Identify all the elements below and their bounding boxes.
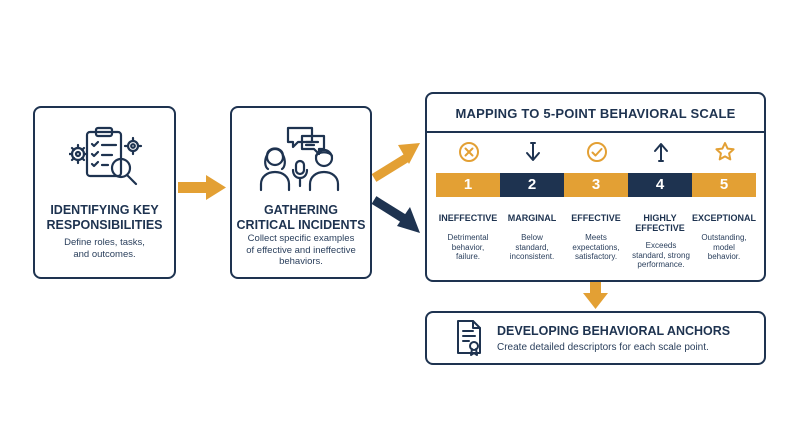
level-2-number: 2	[500, 173, 564, 197]
level-4-name-line1: HIGHLY	[643, 213, 677, 223]
level-1-number: 1	[436, 173, 500, 197]
level-5-desc-line1: Outstanding,	[701, 233, 747, 242]
level-4-description: Exceeds standard, strong performance.	[616, 241, 706, 270]
level-4-name: HIGHLY EFFECTIVE	[624, 213, 696, 233]
level-1-desc-line2: behavior,	[451, 242, 485, 252]
step1-title-line1: IDENTIFYING KEY	[50, 203, 159, 217]
clipboard-gears-magnifier-icon	[69, 126, 143, 186]
level-4-desc-line2: standard, strong	[632, 250, 690, 260]
level-2-desc-line3: inconsistent.	[509, 252, 555, 261]
step2-title-line2: CRITICAL INCIDENTS	[236, 218, 366, 232]
level-1-name: INEFFECTIVE	[438, 213, 498, 223]
arrow-step1-to-step2	[178, 175, 226, 200]
level-5-name: EXCEPTIONAL	[691, 213, 756, 223]
level-4-name-line2: EFFECTIVE	[635, 223, 685, 233]
step2-desc-line3: behaviors.	[279, 256, 323, 267]
level-3-desc-line2: expectations,	[572, 242, 620, 252]
step2-description: Collect specific examples of effective a…	[238, 233, 364, 268]
arrow-scale-to-anchors	[583, 281, 608, 309]
scale-divider	[427, 131, 764, 133]
level-2-desc-line1: Below	[521, 233, 543, 242]
developing-anchors-panel: DEVELOPING BEHAVIORAL ANCHORS Create det…	[425, 311, 766, 365]
step2-title: GATHERING CRITICAL INCIDENTS	[232, 203, 370, 233]
step-gathering-incidents: GATHERING CRITICAL INCIDENTS Collect spe…	[230, 106, 372, 279]
anchors-description: Create detailed descriptors for each sca…	[497, 342, 709, 353]
level-5-description: Outstanding, model behavior.	[688, 233, 760, 262]
check-circle-icon	[587, 142, 607, 162]
level-5-desc-line3: behavior.	[707, 252, 741, 261]
step-identifying-responsibilities: IDENTIFYING KEY RESPONSIBILITIES Define …	[33, 106, 176, 279]
level-2-description: Below standard, inconsistent.	[496, 233, 568, 262]
level-4-desc-line3: performance.	[637, 260, 685, 269]
step1-desc-line1: Define roles, tasks,	[64, 237, 145, 248]
step2-desc-line2: of effective and ineffective	[246, 244, 356, 256]
level-1-desc-line1: Detrimental	[447, 233, 489, 242]
level-3-desc-line3: satisfactory.	[574, 252, 618, 261]
x-circle-icon	[459, 142, 479, 162]
level-4-desc-line1: Exceeds	[645, 241, 677, 250]
step2-title-line1: GATHERING	[263, 203, 339, 217]
level-2-desc-line2: standard,	[515, 242, 549, 252]
level-4-number: 4	[628, 173, 692, 197]
people-speech-bubbles-icon	[259, 126, 340, 192]
level-3-name: EFFECTIVE	[571, 213, 621, 223]
certificate-document-icon	[457, 320, 481, 356]
step1-desc-line2: and outcomes.	[73, 248, 136, 260]
level-1-description: Detrimental behavior, failure.	[432, 233, 504, 262]
step2-desc-line1: Collect specific examples	[247, 233, 355, 244]
level-5-number: 5	[692, 173, 756, 197]
level-5-desc-line2: model	[713, 242, 735, 252]
star-icon	[715, 142, 735, 161]
arrow-step2-to-scale	[371, 143, 420, 182]
level-3-number: 3	[564, 173, 628, 197]
step1-description: Define roles, tasks, and outcomes.	[41, 237, 168, 260]
behavioral-scale-panel: MAPPING TO 5-POINT BEHAVIORAL SCALE 1 IN…	[425, 92, 766, 282]
step1-title: IDENTIFYING KEY RESPONSIBILITIES	[35, 203, 174, 233]
scale-title: MAPPING TO 5-POINT BEHAVIORAL SCALE	[455, 106, 736, 121]
level-2-name: MARGINAL	[507, 213, 557, 223]
level-1-desc-line3: failure.	[455, 252, 480, 261]
anchors-title: DEVELOPING BEHAVIORAL ANCHORS	[497, 324, 731, 338]
level-3-desc-line1: Meets	[585, 233, 607, 242]
arrow-up-icon	[654, 143, 668, 162]
arrow-down-icon	[526, 142, 540, 161]
level-3-description: Meets expectations, satisfactory.	[560, 233, 632, 262]
arrow-step2-to-anchors	[371, 196, 420, 233]
step1-title-line2: RESPONSIBILITIES	[46, 218, 163, 232]
